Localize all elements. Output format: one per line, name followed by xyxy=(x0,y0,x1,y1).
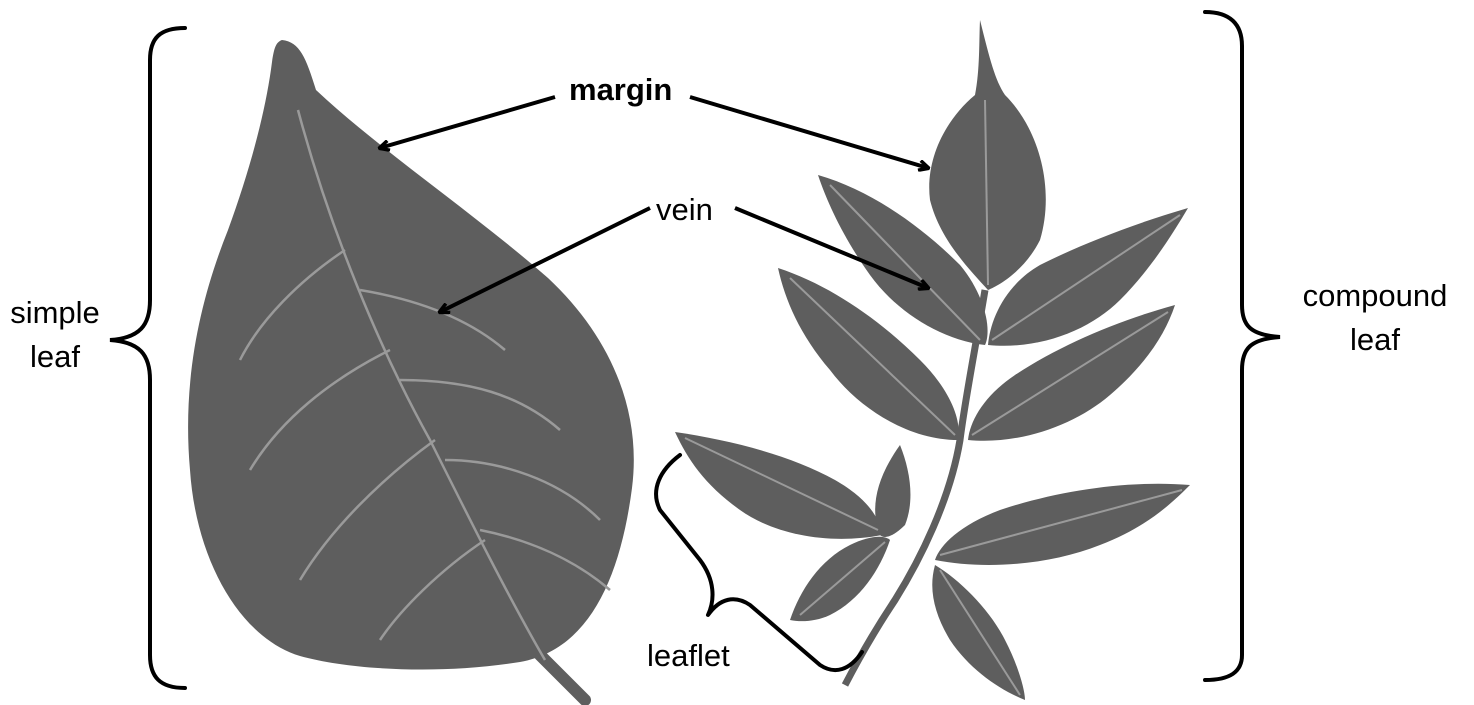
label-compound-leaf-line1: compound xyxy=(1290,274,1460,318)
brace-simple-leaf xyxy=(110,28,185,688)
compound-leaf xyxy=(675,20,1190,700)
simple-leaf-blade xyxy=(188,40,634,670)
arrow-margin-simple xyxy=(380,97,555,148)
simple-leaf-stem xyxy=(540,655,585,700)
brace-compound-leaf xyxy=(1205,12,1280,680)
label-simple-leaf: simple leaf xyxy=(6,291,104,379)
label-compound-leaf-line2: leaf xyxy=(1290,318,1460,362)
label-simple-leaf-line2: leaf xyxy=(6,335,104,379)
label-compound-leaf: compound leaf xyxy=(1290,274,1460,362)
label-simple-leaf-line1: simple xyxy=(6,291,104,335)
label-vein: vein xyxy=(656,188,713,232)
leaflet-low-right xyxy=(935,484,1190,565)
leaflet-low-left-small xyxy=(875,445,910,537)
label-margin: margin xyxy=(569,68,672,112)
label-leaflet: leaflet xyxy=(647,634,730,678)
arrow-margin-compound xyxy=(690,97,928,168)
